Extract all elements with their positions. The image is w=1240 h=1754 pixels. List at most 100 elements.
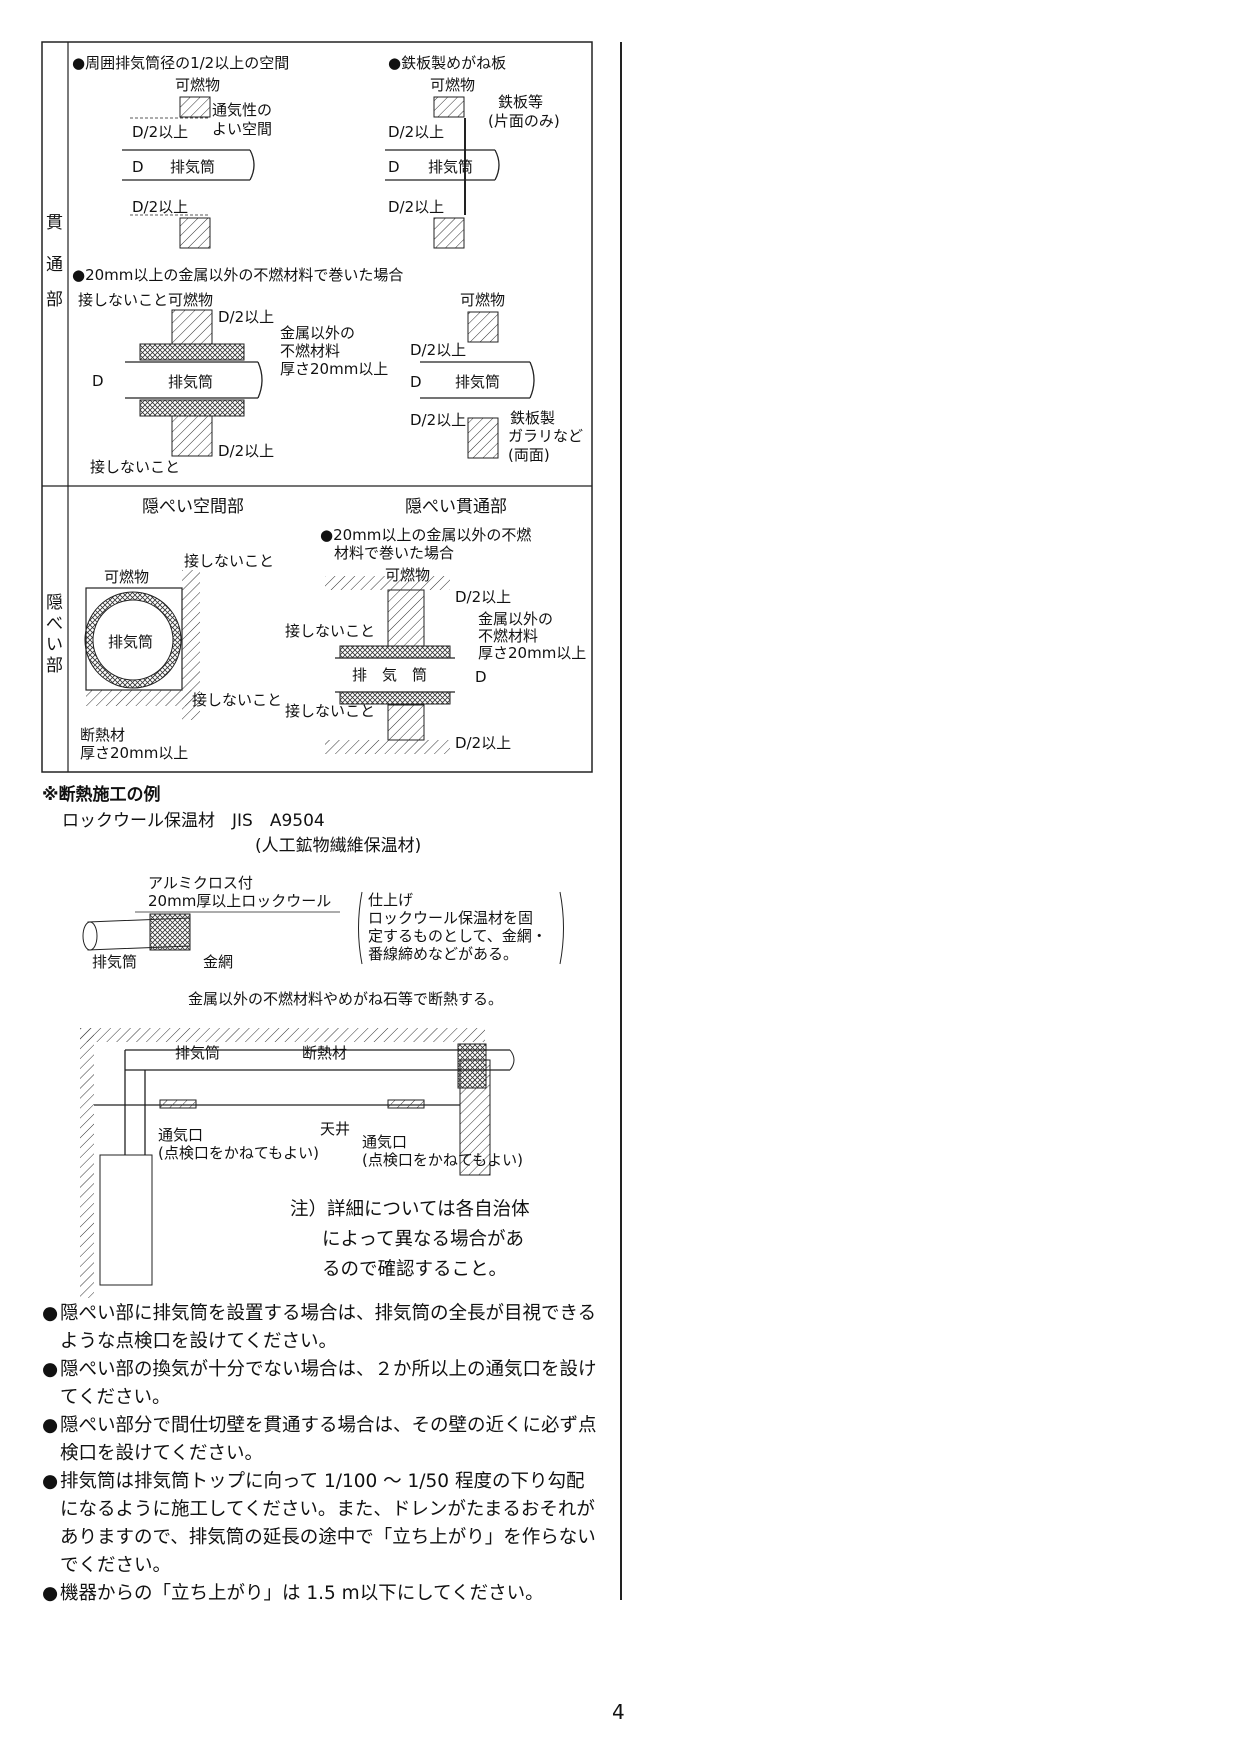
svg-text:(点検口をかねてもよい): (点検口をかねてもよい): [362, 1151, 523, 1169]
svg-text:(点検口をかねてもよい): (点検口をかねてもよい): [158, 1144, 319, 1162]
bullet-icon: ●: [42, 1303, 59, 1324]
svg-text:通気口: 通気口: [158, 1126, 203, 1144]
svg-text:D/2以上: D/2以上: [132, 123, 188, 141]
svg-text:(片面のみ): (片面のみ): [488, 112, 560, 130]
svg-text:よい空間: よい空間: [212, 120, 272, 138]
svg-text:D/2以上: D/2以上: [410, 341, 466, 359]
panel-half-diameter-space: ●周囲排気筒径の1/2以上の空間 可燃物 通気性の よい空間 D/2以上 D 排…: [72, 54, 289, 249]
svg-text:厚さ20mm以上: 厚さ20mm以上: [478, 644, 586, 662]
svg-text:D/2以上: D/2以上: [132, 198, 188, 216]
svg-text:20mm厚以上ロックウール: 20mm厚以上ロックウール: [148, 892, 331, 910]
svg-text:べ: べ: [46, 614, 63, 634]
installation-table: [41, 41, 593, 773]
svg-text:ガラリなど: ガラリなど: [508, 427, 583, 445]
svg-text:部: 部: [46, 290, 63, 310]
note-item: ●機器からの「立ち上がり」は 1.5 m以下にしてください。: [42, 1580, 602, 1608]
svg-text:部: 部: [46, 656, 63, 676]
panel-steel-plate: ●鉄板製めがね板 可燃物 鉄板等 (片面のみ) D/2以上 D 排気筒 D/2以…: [385, 54, 560, 249]
svg-text:排気筒: 排気筒: [170, 158, 215, 176]
svg-text:可燃物: 可燃物: [430, 76, 475, 94]
svg-text:鉄板等: 鉄板等: [498, 93, 543, 111]
svg-text:断熱材: 断熱材: [80, 726, 125, 744]
svg-text:厚さ20mm以上: 厚さ20mm以上: [280, 360, 388, 378]
svg-text:D/2以上: D/2以上: [388, 123, 444, 141]
insulation-example-title: ※断熱施工の例: [42, 785, 161, 805]
svg-text:(両面): (両面): [508, 446, 550, 464]
svg-text:厚さ20mm以上: 厚さ20mm以上: [80, 744, 188, 762]
ceiling-diagram: 金属以外の不燃材料やめがね石等で断熱する。 排気筒 断熱材 天井 通気口 (点検…: [80, 990, 523, 1298]
svg-text:天井: 天井: [320, 1120, 350, 1138]
svg-text:鉄板製: 鉄板製: [510, 409, 555, 427]
svg-text:D/2以上: D/2以上: [218, 442, 274, 460]
svg-text:排気筒: 排気筒: [455, 373, 500, 391]
svg-text:排 気 筒: 排 気 筒: [352, 666, 427, 684]
svg-text:番線締めなどがある。: 番線締めなどがある。: [368, 945, 518, 963]
svg-text:D: D: [92, 372, 104, 390]
svg-text:接しないこと: 接しないこと: [285, 702, 375, 720]
svg-text:ロックウール保温材を固: ロックウール保温材を固: [368, 909, 533, 927]
panel-wrapped-noncombustible: ●20mm以上の金属以外の不燃材料で巻いた場合 接しないこと 可燃物 D/2以上…: [72, 266, 403, 476]
bullet-icon: ●: [42, 1415, 59, 1436]
svg-text:接しないこと: 接しないこと: [285, 622, 375, 640]
svg-text:通: 通: [46, 255, 63, 275]
svg-text:排気筒: 排気筒: [168, 373, 213, 391]
svg-text:D: D: [132, 158, 144, 176]
row-label-penetration: 貫 通 部: [46, 213, 63, 310]
svg-text:金属以外の不燃材料やめがね石等で断熱する。: 金属以外の不燃材料やめがね石等で断熱する。: [188, 990, 503, 1008]
svg-text:い: い: [46, 635, 63, 655]
svg-text:●周囲排気筒径の1/2以上の空間: ●周囲排気筒径の1/2以上の空間: [72, 54, 289, 72]
svg-text:定するものとして、金網・: 定するものとして、金網・: [368, 927, 547, 945]
svg-text:貫: 貫: [46, 213, 63, 233]
svg-text:断熱材: 断熱材: [302, 1044, 347, 1062]
panel-concealed-space: 隠ぺい空間部 接しないこと 可燃物 排気筒 接しないこと 断熱材 厚さ20mm以…: [80, 497, 282, 762]
svg-text:隠ぺい貫通部: 隠ぺい貫通部: [405, 497, 507, 517]
svg-text:隠: 隠: [46, 593, 63, 613]
svg-text:接しないこと: 接しないこと: [78, 291, 168, 309]
svg-text:通気口: 通気口: [362, 1133, 407, 1151]
insulation-example-material: (人工鉱物繊維保温材): [255, 836, 422, 856]
svg-text:金属以外の: 金属以外の: [478, 610, 553, 628]
svg-text:不燃材料: 不燃材料: [478, 627, 538, 645]
svg-text:仕上げ: 仕上げ: [368, 891, 413, 909]
note-item: ●隠ぺい部分で間仕切壁を貫通する場合は、その壁の近くに必ず点検口を設けてください…: [42, 1412, 602, 1468]
svg-text:隠ぺい空間部: 隠ぺい空間部: [142, 497, 244, 517]
note-item: ●隠ぺい部の換気が十分でない場合は、２か所以上の通気口を設けてください。: [42, 1356, 602, 1412]
svg-text:排気筒: 排気筒: [108, 633, 153, 651]
svg-text:D: D: [388, 158, 400, 176]
svg-text:排気筒: 排気筒: [92, 953, 137, 971]
page-number: 4: [612, 1700, 625, 1724]
svg-text:アルミクロス付: アルミクロス付: [148, 874, 253, 892]
svg-text:可燃物: 可燃物: [460, 291, 505, 309]
row-label-concealed: 隠 べ い 部: [46, 593, 63, 676]
svg-text:D/2以上: D/2以上: [410, 411, 466, 429]
svg-text:排気筒: 排気筒: [428, 158, 473, 176]
note-item: ●隠ぺい部に排気筒を設置する場合は、排気筒の全長が目視できるような点検口を設けて…: [42, 1300, 602, 1356]
svg-text:●20mm以上の金属以外の不燃材料で巻いた場合: ●20mm以上の金属以外の不燃材料で巻いた場合: [72, 266, 403, 284]
svg-text:D/2以上: D/2以上: [455, 588, 511, 606]
svg-text:D/2以上: D/2以上: [388, 198, 444, 216]
svg-text:D/2以上: D/2以上: [455, 734, 511, 752]
svg-text:D/2以上: D/2以上: [218, 308, 274, 326]
svg-text:D: D: [410, 373, 422, 391]
svg-text:排気筒: 排気筒: [175, 1044, 220, 1062]
svg-text:接しないこと: 接しないこと: [192, 691, 282, 709]
svg-text:D: D: [475, 668, 487, 686]
svg-text:可燃物: 可燃物: [175, 76, 220, 94]
svg-text:接しないこと: 接しないこと: [90, 458, 180, 476]
caution-note: 注）詳細については各自治体 によって異なる場合があ るので確認すること。: [290, 1199, 530, 1280]
svg-text:●鉄板製めがね板: ●鉄板製めがね板: [388, 54, 506, 72]
svg-text:通気性の: 通気性の: [212, 101, 272, 119]
bullet-icon: ●: [42, 1583, 59, 1604]
notes-list: ●隠ぺい部に排気筒を設置する場合は、排気筒の全長が目視できるような点検口を設けて…: [42, 1300, 602, 1608]
svg-text:接しないこと: 接しないこと: [184, 552, 274, 570]
insulation-example-standard: ロックウール保温材 JIS A9504: [62, 811, 325, 831]
note-item: ●排気筒は排気筒トップに向って 1/100 ～ 1/50 程度の下り勾配になるよ…: [42, 1468, 602, 1580]
svg-text:金属以外の: 金属以外の: [280, 324, 355, 342]
rockwool-diagram: アルミクロス付 20mm厚以上ロックウール 排気筒 金網 仕上げ ロックウール保…: [82, 874, 564, 971]
svg-text:不燃材料: 不燃材料: [280, 342, 340, 360]
bullet-icon: ●: [42, 1471, 59, 1492]
svg-text:可燃物: 可燃物: [168, 291, 213, 309]
panel-steel-grille: 可燃物 D/2以上 D 排気筒 D/2以上 鉄板製 ガラリなど (両面): [410, 291, 583, 464]
bullet-icon: ●: [42, 1359, 59, 1380]
